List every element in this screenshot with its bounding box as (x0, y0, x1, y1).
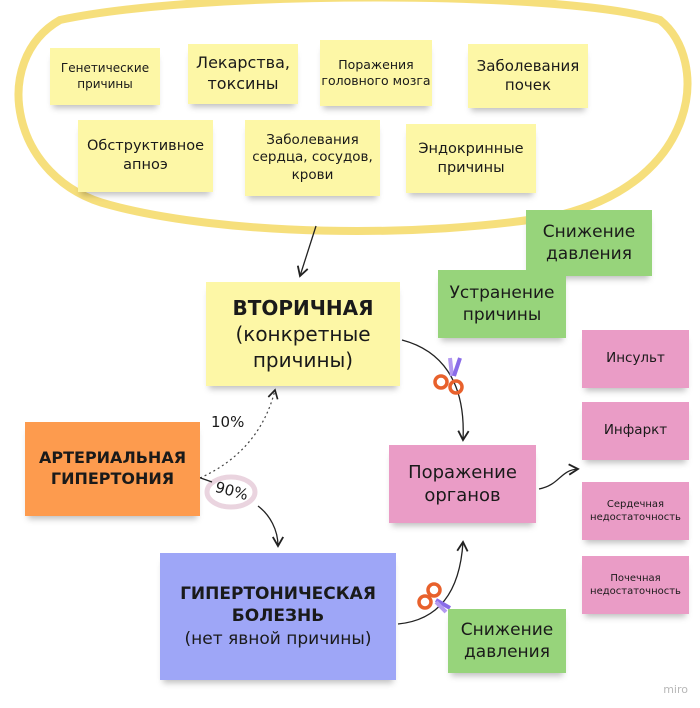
secondary-title: ВТОРИЧНАЯ (232, 296, 374, 320)
sticky-heart-vessels-blood[interactable]: Заболевания сердца, сосудов, крови (245, 120, 380, 196)
arrow-primary-to-damage (397, 540, 469, 625)
sticky-organ-damage[interactable]: Поражение органов (389, 445, 536, 523)
sticky-obstructive-apnea[interactable]: Обструктивное апноэ (78, 120, 213, 192)
arrow-damage-to-outcomes (538, 463, 580, 490)
sticky-drugs-toxins[interactable]: Лекарства, токсины (188, 44, 298, 104)
arrow-root-to-secondary (199, 388, 279, 479)
miro-watermark: miro (663, 683, 688, 696)
sticky-remove-cause[interactable]: Устранение причины (438, 270, 566, 338)
sticky-essential-hypertension[interactable]: ГИПЕРТОНИЧЕСКАЯ БОЛЕЗНЬ (нет явной причи… (160, 553, 396, 680)
sticky-brain-lesions[interactable]: Поражения головного мозга (320, 40, 432, 106)
primary-subtitle: (нет явной причины) (184, 628, 372, 649)
sticky-heart-failure[interactable]: Сердечная недостаточность (582, 482, 689, 540)
secondary-subtitle: (конкретные причины) (235, 322, 371, 372)
sticky-heart-attack[interactable]: Инфаркт (582, 402, 689, 460)
arrow-secondary-to-damage (401, 339, 470, 442)
sticky-kidney-disease[interactable]: Заболевания почек (468, 44, 588, 108)
sticky-secondary[interactable]: ВТОРИЧНАЯ (конкретные причины) (206, 282, 400, 386)
arrow-causes-to-secondary (296, 225, 317, 278)
sticky-lower-pressure-top[interactable]: Снижение давления (526, 210, 652, 276)
primary-title: ГИПЕРТОНИЧЕСКАЯ БОЛЕЗНЬ (180, 584, 376, 627)
causes-group-ring (14, 0, 692, 235)
sticky-endocrine-causes[interactable]: Эндокринные причины (406, 124, 536, 193)
highlight-90-ring (204, 474, 258, 510)
sticky-stroke[interactable]: Инсульт (582, 330, 689, 388)
scissors-icon (417, 582, 451, 614)
sticky-genetic-causes[interactable]: Генетические причины (50, 48, 160, 105)
label-10-percent: 10% (211, 413, 245, 431)
sticky-arterial-hypertension[interactable]: АРТЕРИАЛЬНАЯ ГИПЕРТОНИЯ (25, 422, 200, 516)
sticky-kidney-failure[interactable]: Почечная недостаточность (582, 556, 689, 614)
scissors-icon (433, 357, 464, 395)
sticky-lower-pressure-bottom[interactable]: Снижение давления (448, 609, 566, 673)
